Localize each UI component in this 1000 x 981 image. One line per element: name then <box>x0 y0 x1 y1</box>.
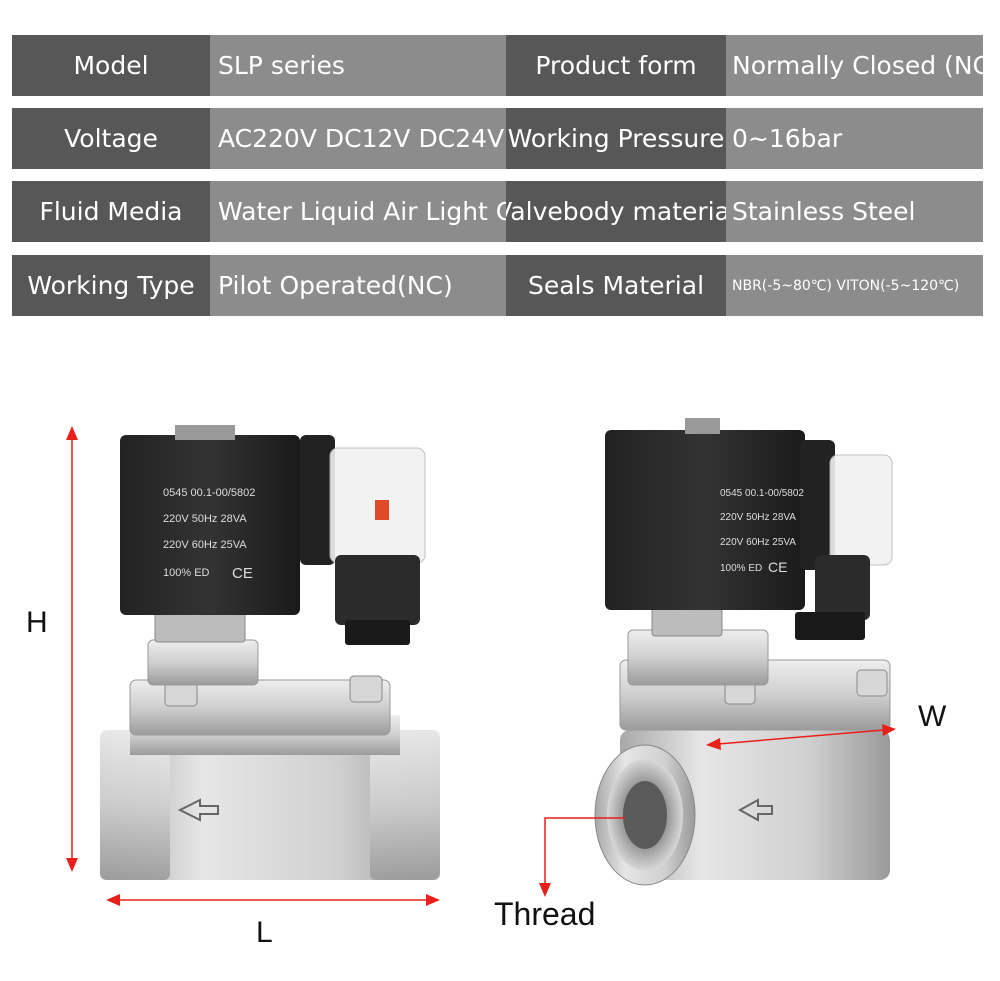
coil-text-line1: 0545 00.1-00/5802 <box>163 487 255 499</box>
height-dimension-arrow <box>66 426 78 872</box>
coil-text-line3: 220V 60Hz 25VA <box>163 539 247 551</box>
ce-mark: CE <box>768 559 787 575</box>
coil-text-line2: 220V 50Hz 28VA <box>163 513 247 525</box>
spec-row-type: Working Type Pilot Operated(NC) Seals Ma… <box>12 255 983 316</box>
spec-value: Pilot Operated(NC) <box>210 255 506 316</box>
thread-leader-arrow <box>539 817 625 897</box>
spec-value: SLP series <box>210 35 506 96</box>
spec-key: Model <box>12 35 210 96</box>
spec-key: Valvebody material <box>506 181 726 242</box>
ce-mark: CE <box>232 565 253 582</box>
spec-key: Seals Material <box>506 255 726 316</box>
spec-value: Water Liquid Air Light Oil <box>210 181 506 242</box>
coil-text-line4: 100% ED <box>163 567 210 579</box>
spec-value: Stainless Steel <box>726 181 983 242</box>
coil-text-line2: 220V 50Hz 28VA <box>720 512 796 523</box>
dimension-label-w: W <box>918 700 947 733</box>
coil-text-line4: 100% ED <box>720 563 762 574</box>
dimension-label-l: L <box>256 916 273 949</box>
coil-text-line3: 220V 60Hz 25VA <box>720 537 796 548</box>
spec-row-voltage: Voltage AC220V DC12V DC24V Working Press… <box>12 108 983 169</box>
spec-row-fluid: Fluid Media Water Liquid Air Light Oil V… <box>12 181 983 242</box>
spec-row-model: Model SLP series Product form Normally C… <box>12 35 983 96</box>
dimension-label-thread: Thread <box>494 896 596 932</box>
spec-value: AC220V DC12V DC24V <box>210 108 506 169</box>
spec-value: Normally Closed (NC) <box>726 35 983 96</box>
spec-key: Fluid Media <box>12 181 210 242</box>
coil-text-line1: 0545 00.1-00/5802 <box>720 488 804 499</box>
dimension-label-h: H <box>26 606 48 639</box>
spec-key: Working Pressure <box>506 108 726 169</box>
length-dimension-arrow <box>106 894 440 906</box>
valve-front-view: 0545 00.1-00/5802 220V 50Hz 28VA 220V 60… <box>66 425 440 906</box>
spec-key: Working Type <box>12 255 210 316</box>
spec-value: NBR(-5~80℃) VITON(-5~120℃) <box>726 255 983 316</box>
spec-key: Product form <box>506 35 726 96</box>
width-dimension-arrow <box>706 724 896 750</box>
spec-value: 0~16bar <box>726 108 983 169</box>
spec-key: Voltage <box>12 108 210 169</box>
valve-angled-view: 0545 00.1-00/5802 220V 50Hz 28VA 220V 60… <box>539 418 896 897</box>
